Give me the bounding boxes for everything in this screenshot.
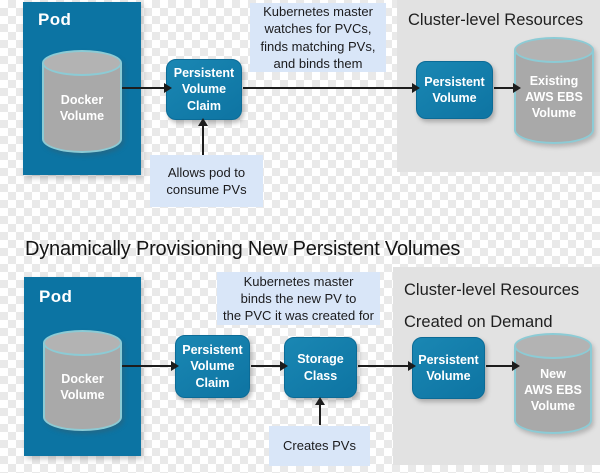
pod-label-2: Pod [39,287,73,306]
section-title-dynamic-provisioning: Dynamically Provisioning New Persistent … [25,238,461,260]
arrow-docker-to-pvc-1 [122,87,165,89]
arrow-pvc-to-pv-1 [243,87,413,89]
cylinder-lid [43,330,122,356]
persistent-volume-claim-node-2: Persistent Volume Claim [175,335,250,398]
cylinder-body [43,343,122,431]
cylinder-body [42,63,122,153]
persistent-volume-claim-node-1: Persistent Volume Claim [166,59,242,120]
arrow-creates-pvs-to-storageclass [319,404,321,425]
existing-aws-ebs-cylinder: Existing AWS EBS Volume [514,37,594,144]
docker-volume-label-2: Docker Volume [60,371,105,402]
note-kubernetes-master-watches: Kubernetes master watches for PVCs, find… [250,3,386,72]
docker-volume-cylinder-1: Docker Volume [42,50,122,153]
cylinder-body [514,346,592,434]
cylinder-lid [42,50,122,76]
pod-label-1: Pod [38,10,72,29]
arrow-storageclass-to-pv [358,365,409,367]
arrow-pv-to-ebs-1 [494,87,514,89]
cluster-panel-title-2: Cluster-level Resources Created on Deman… [404,281,580,331]
arrow-docker-to-pvc-2 [122,365,172,367]
note-kubernetes-master-binds: Kubernetes master binds the new PV to th… [217,272,380,325]
cluster-panel-title-1: Cluster-level Resources [408,11,584,29]
docker-volume-label-1: Docker Volume [59,92,105,123]
note-allows-pod-consume: Allows pod to consume PVs [150,155,263,207]
new-aws-ebs-label: New AWS EBS Volume [524,366,582,414]
arrow-pv-to-ebs-2 [486,365,513,367]
docker-volume-cylinder-2: Docker Volume [43,330,122,431]
existing-aws-ebs-label: Existing AWS EBS Volume [525,73,583,121]
storage-class-node: Storage Class [284,337,357,398]
cylinder-body [514,50,594,144]
arrow-pvc-to-storageclass [251,365,281,367]
arrow-note-to-pvc-1 [202,125,204,155]
persistent-volume-node-2: Persistent Volume [412,337,485,399]
cylinder-lid [514,333,592,359]
note-creates-pvs: Creates PVs [269,426,370,466]
new-aws-ebs-cylinder: New AWS EBS Volume [514,333,592,434]
persistent-volume-node-1: Persistent Volume [416,61,493,119]
cylinder-lid [514,37,594,63]
